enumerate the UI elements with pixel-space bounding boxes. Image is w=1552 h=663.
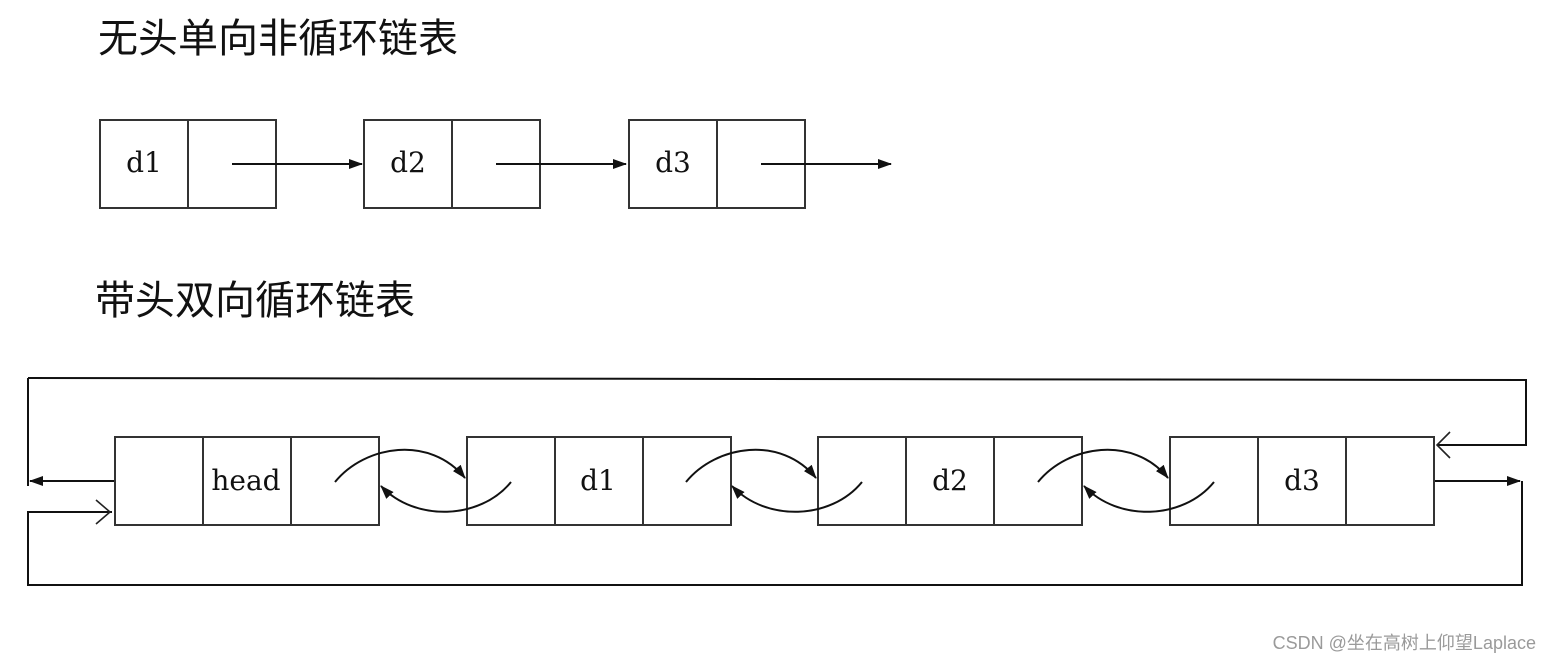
next-curve-arrow [685,448,817,483]
prev-curve-arrow [731,481,863,513]
doubly-node-head: head [114,436,380,526]
data-cell [202,436,292,526]
doubly-node-d3: d3 [1169,436,1435,526]
prev-cell [114,436,204,526]
doubly-list: head d1 d2 d3 [27,377,1527,586]
tail-next-to-head-wire [27,481,1523,586]
singly-node-2: d2 [363,119,627,209]
prev-cell [466,436,556,526]
doubly-node-d1-label: d1 [580,464,616,497]
singly-node-2-label: d2 [390,146,426,179]
prev-curve-arrow [380,481,512,513]
next-cell [1345,436,1435,526]
head-prev-to-tail-wire [27,377,1527,446]
link-head-d1 [334,448,512,513]
data-cell [1257,436,1347,526]
singly-node-1-label: d1 [126,146,162,179]
node-data-cell [99,119,189,209]
prev-cell [1169,436,1259,526]
singly-node-3: d3 [628,119,892,209]
link-d1-d2 [685,448,863,513]
next-curve-arrow [334,448,466,483]
doubly-node-d2-label: d2 [932,464,968,497]
doubly-node-head-label: head [211,464,280,497]
singly-list-title: 无头单向非循环链表 [98,16,458,62]
data-cell [905,436,995,526]
doubly-node-d2: d2 [817,436,1083,526]
singly-node-1: d1 [99,119,363,209]
data-cell [554,436,644,526]
link-d2-d3 [1037,448,1215,513]
prev-curve-arrow [1083,481,1215,513]
watermark-text: CSDN @坐在高树上仰望Laplace [1273,633,1536,653]
node-data-cell [363,119,453,209]
singly-node-3-label: d3 [655,146,691,179]
next-curve-arrow [1037,448,1169,483]
singly-list: d1 d2 d3 [99,119,892,209]
doubly-node-d1: d1 [466,436,732,526]
open-arrowhead [1435,431,1451,459]
prev-cell [817,436,907,526]
open-arrowhead [95,499,112,525]
doubly-list-title: 带头双向循环链表 [95,278,415,324]
doubly-node-d3-label: d3 [1284,464,1320,497]
